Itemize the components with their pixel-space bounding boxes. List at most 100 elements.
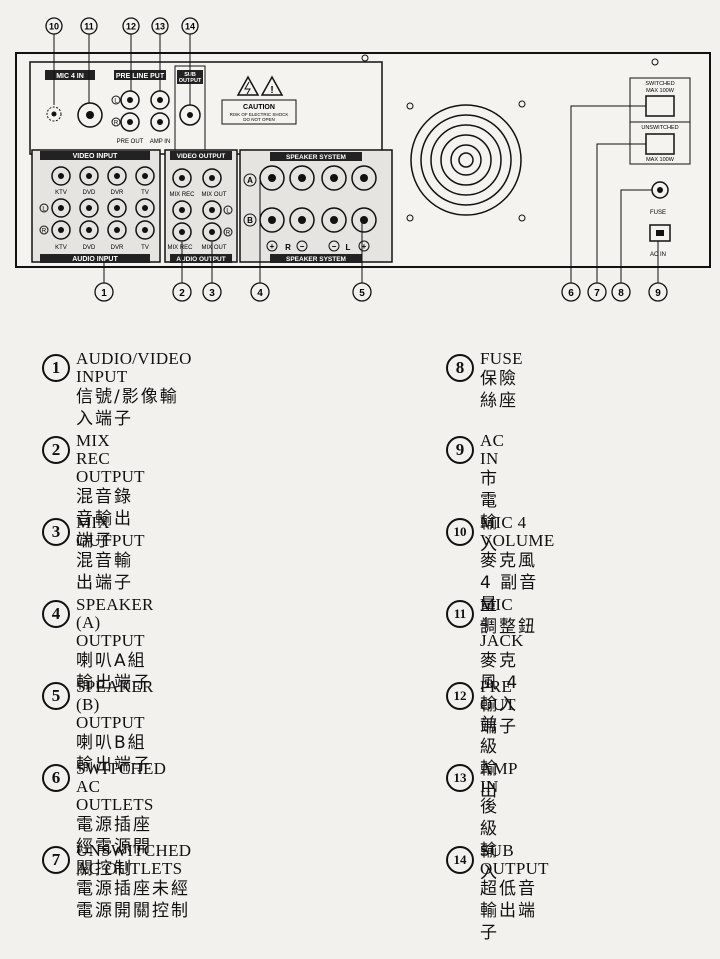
mix-out-audio-r-jack[interactable]: [202, 222, 222, 242]
jack-center: [86, 227, 92, 233]
legend-chinese: 混音錄音輸出端子: [76, 487, 133, 551]
polarity-symbol: +: [362, 242, 367, 251]
mic4-jack-center: [86, 111, 94, 119]
caution-box: [221, 99, 297, 125]
mix-rec-audio-l-jack[interactable]: [172, 200, 192, 220]
legend-number: 7: [42, 846, 70, 874]
av-input-jack-dvr[interactable]: [107, 166, 127, 186]
legend-number: 1: [42, 354, 70, 382]
speaker-a-marker: [243, 173, 257, 187]
av-output-section: [164, 149, 238, 263]
callout-number: 5: [359, 288, 365, 299]
jack-center: [127, 119, 133, 125]
channel-r-marker: [223, 227, 233, 237]
legend-chinese: 喇叭A組輸出端子: [76, 651, 152, 693]
legend-chinese: 市電輸入: [480, 469, 499, 555]
jack-center: [157, 119, 163, 125]
av-input-jack-dvd[interactable]: [79, 198, 99, 218]
av-input-jack-ktv[interactable]: [51, 198, 71, 218]
unswitched-max-label: MAX 100W: [646, 157, 675, 163]
callout-3: [202, 282, 222, 302]
polarity-symbol: −: [332, 242, 337, 251]
speaker-terminal[interactable]: [321, 165, 347, 191]
jack-center: [179, 175, 185, 181]
channel-l-marker: [223, 205, 233, 215]
ac-inlet[interactable]: [649, 224, 671, 242]
speaker-b-text: B: [247, 216, 253, 225]
screw-hole: [518, 214, 526, 222]
legend-english: AC IN: [480, 431, 505, 468]
switched-max-label: MAX 100W: [646, 88, 675, 94]
terminal-center: [268, 174, 276, 182]
caution-text-2: DO NOT OPEN: [243, 117, 274, 122]
mic4-volume-knob[interactable]: [46, 106, 62, 122]
input-label-top: DVD: [83, 190, 96, 196]
channel-r-marker: [111, 117, 121, 127]
speaker-b-marker: [243, 213, 257, 227]
pre-out-r-jack[interactable]: [120, 112, 140, 132]
terminal-center: [330, 174, 338, 182]
legend-number: 3: [42, 518, 70, 546]
mix-rec-audio-r-jack[interactable]: [172, 222, 192, 242]
speaker-terminal[interactable]: [321, 207, 347, 233]
speaker-terminal[interactable]: [289, 165, 315, 191]
video-input-label-box: [40, 151, 150, 160]
legend-english: SUB OUTPUT: [480, 841, 549, 878]
exclamation-mark: !: [270, 85, 273, 96]
callout-10: [45, 17, 63, 35]
channel-marker-text: L: [42, 207, 46, 213]
jack-center: [179, 229, 185, 235]
av-input-jack-tv[interactable]: [135, 198, 155, 218]
pre-out-l-jack[interactable]: [120, 90, 140, 110]
audio-input-label: AUDIO INPUT: [72, 256, 118, 263]
legend-chinese: 後級輸入: [480, 797, 499, 883]
av-input-jack-dvd[interactable]: [79, 220, 99, 240]
mic4-jack[interactable]: [77, 102, 103, 128]
legend-number: 4: [42, 600, 70, 628]
av-input-jack-tv[interactable]: [135, 166, 155, 186]
screw-hole: [361, 54, 369, 62]
mic4-label: MIC 4 IN: [56, 73, 84, 80]
caution-text-1: RISK OF ELECTRIC SHOCK: [230, 112, 289, 117]
callout-number: 2: [179, 288, 185, 299]
legend-chinese: 麥克風 4 輸入端子: [480, 651, 520, 737]
polarity-icon: [328, 240, 340, 252]
mix-out-audio-l-jack[interactable]: [202, 200, 222, 220]
legend-chinese: 前級輸出: [480, 715, 499, 801]
speaker-terminal[interactable]: [351, 207, 377, 233]
callout-13: [151, 17, 169, 35]
amp-in-r-jack[interactable]: [150, 112, 170, 132]
speaker-terminal[interactable]: [351, 165, 377, 191]
fuse-label: FUSE: [650, 210, 666, 216]
shock-warning-icon: [236, 75, 260, 96]
jack-center: [58, 205, 64, 211]
speaker-left-label: L: [346, 243, 351, 252]
mix-rec-video-jack[interactable]: [172, 168, 192, 188]
legend-english: PRE OUT: [480, 677, 516, 714]
speaker-terminal[interactable]: [289, 207, 315, 233]
jack-center: [58, 173, 64, 179]
pre-out-label: PRE OUT: [117, 139, 144, 145]
mix-out-video-jack[interactable]: [202, 168, 222, 188]
av-input-jack-ktv[interactable]: [51, 166, 71, 186]
av-input-jack-dvr[interactable]: [107, 220, 127, 240]
callout-5: [352, 282, 372, 302]
screw-hole: [651, 58, 659, 66]
legend-english: MIC 4 JACK: [480, 595, 524, 650]
av-input-jack-tv[interactable]: [135, 220, 155, 240]
av-input-jack-ktv[interactable]: [51, 220, 71, 240]
input-label-bottom: DVR: [111, 245, 124, 251]
jack-center: [86, 205, 92, 211]
jack-center: [114, 173, 120, 179]
speaker-terminal[interactable]: [259, 165, 285, 191]
jack-center: [142, 227, 148, 233]
av-input-jack-dvd[interactable]: [79, 166, 99, 186]
av-input-jack-dvr[interactable]: [107, 198, 127, 218]
speaker-system-label-bottom: SPEAKER SYSTEM: [286, 256, 346, 263]
